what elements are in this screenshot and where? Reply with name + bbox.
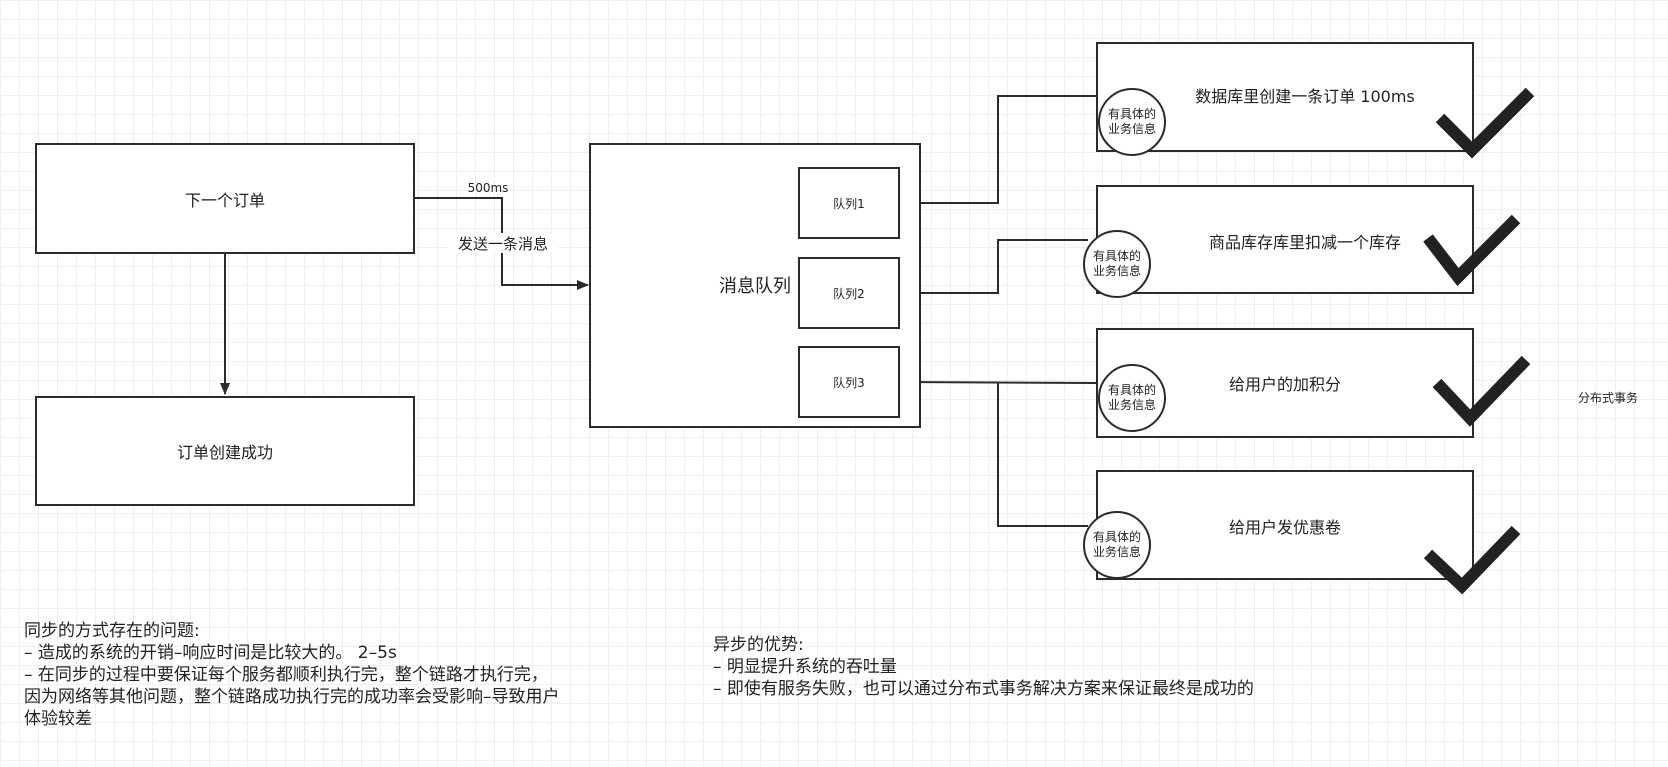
stock-to-queue2-arrow — [902, 239, 1088, 298]
service-coupon-label: 给用户发优惠卷 — [1228, 518, 1341, 537]
sync-notes-line: 因为网络等其他问题，整个链路成功执行完的成功率会受影响–导致用户 — [24, 687, 560, 707]
order-box-label: 下一个订单 — [184, 190, 265, 210]
queue-3-label: 队列3 — [833, 375, 865, 390]
order-box — [35, 143, 415, 254]
async-notes-line: – 明显提升系统的吞吐量 — [713, 657, 897, 677]
queue-1-box — [798, 167, 900, 239]
check-icon — [1432, 355, 1531, 427]
coupon-to-queue3-line — [997, 383, 1088, 527]
success-box-label: 订单创建成功 — [176, 443, 273, 462]
distributed-transaction-label: 分布式事务 — [1577, 390, 1638, 405]
latency-label: 500ms — [467, 181, 509, 195]
check-icon — [1423, 525, 1521, 595]
service-stock-badge: 有具体的业务信息 — [1083, 230, 1151, 298]
db-to-queue1-arrow — [902, 95, 1097, 208]
queue-2-label: 队列2 — [833, 286, 865, 301]
queue-2-box — [798, 257, 900, 329]
queue-1-label: 队列1 — [833, 196, 865, 211]
service-points-label: 给用户的加积分 — [1228, 375, 1341, 394]
points-to-queue3-arrow — [902, 377, 1098, 388]
check-icon — [1423, 214, 1521, 287]
sync-notes-line: 体验较差 — [24, 709, 92, 729]
success-box — [35, 396, 415, 506]
queue-3-box — [798, 346, 900, 418]
async-notes: 异步的优势: – 明显提升系统的吞吐量 – 即使有服务失败，也可以通过分布式事务… — [713, 634, 1254, 700]
service-stock-box — [1096, 185, 1474, 294]
check-icon — [1435, 87, 1535, 159]
service-stock-label: 商品库存库里扣减一个库存 — [1208, 233, 1401, 252]
async-notes-title: 异步的优势: — [713, 635, 804, 655]
service-coupon-box — [1096, 470, 1474, 580]
service-coupon-badge: 有具体的业务信息 — [1083, 511, 1151, 579]
send-message-label: 发送一条消息 — [448, 233, 558, 253]
message-queue-title: 消息队列 — [719, 276, 791, 297]
sync-notes-line: – 在同步的过程中要保证每个服务都顺利执行完，整个链路才执行完， — [24, 665, 548, 685]
sync-notes: 同步的方式存在的问题: – 造成的系统的开销–响应时间是比较大的。 2–5s –… — [24, 620, 560, 730]
sync-notes-line: – 造成的系统的开销–响应时间是比较大的。 2–5s — [24, 643, 397, 663]
sync-notes-title: 同步的方式存在的问题: — [24, 621, 200, 641]
async-notes-line: – 即使有服务失败，也可以通过分布式事务解决方案来保证最终是成功的 — [713, 679, 1254, 699]
service-points-badge: 有具体的业务信息 — [1098, 364, 1166, 432]
service-db-order-label: 数据库里创建一条订单 100ms — [1195, 87, 1415, 106]
service-db-order-badge: 有具体的业务信息 — [1098, 88, 1166, 156]
